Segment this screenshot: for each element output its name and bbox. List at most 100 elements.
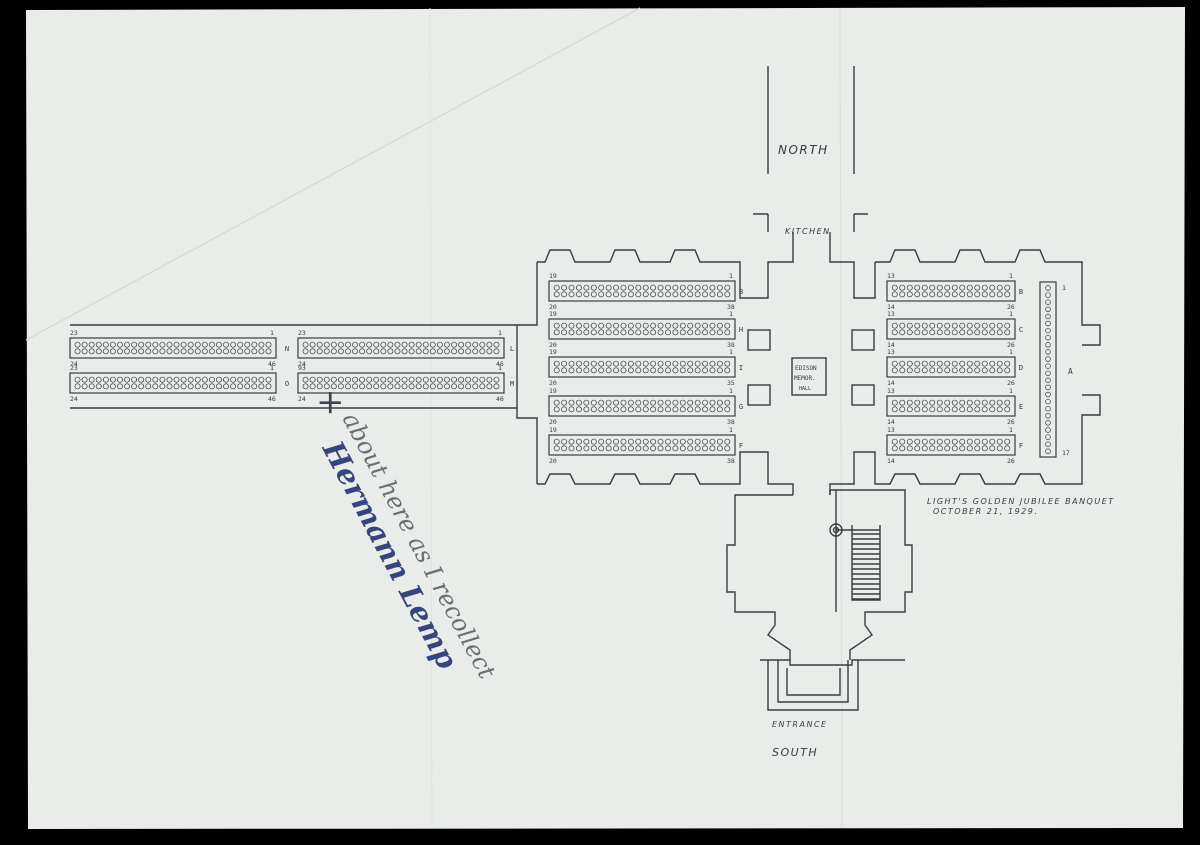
seat (493, 383, 500, 390)
seat (479, 383, 486, 390)
seat-number-top-left: 23 (70, 329, 78, 337)
seat (568, 445, 575, 452)
seat (672, 399, 679, 406)
seat (458, 376, 465, 383)
seat (81, 376, 88, 383)
seat (672, 360, 679, 367)
seat (891, 367, 898, 374)
seat (561, 322, 568, 329)
seat (716, 322, 723, 329)
seat (152, 348, 159, 355)
seat (613, 406, 619, 413)
seat-number-top-left: 13 (887, 310, 895, 318)
seat (265, 376, 272, 383)
seat (702, 399, 708, 406)
seat (568, 284, 575, 291)
seat (444, 376, 450, 383)
table-outline (548, 356, 736, 378)
seat (657, 322, 664, 329)
seat (124, 348, 130, 355)
seat (921, 284, 928, 291)
seat (981, 360, 988, 367)
seat (553, 399, 560, 406)
wall-segment (829, 489, 913, 660)
seat (657, 445, 664, 452)
seat (451, 341, 457, 348)
seat (974, 291, 981, 298)
seat (891, 360, 898, 367)
seat (553, 291, 560, 298)
seat (679, 360, 686, 367)
seat (724, 291, 731, 298)
seat-number-top-left: 19 (549, 272, 557, 280)
seat (1045, 405, 1051, 412)
seat (422, 341, 429, 348)
seat (959, 284, 966, 291)
seat (166, 383, 173, 390)
wall-segment (767, 214, 855, 232)
seat (598, 360, 605, 367)
seat-number-top-left: 19 (549, 426, 557, 434)
seat (724, 445, 731, 452)
seat (716, 399, 723, 406)
seat (709, 360, 716, 367)
seat (598, 445, 605, 452)
seat (914, 284, 921, 291)
seat (914, 367, 921, 374)
seat (1045, 327, 1051, 334)
seat (709, 445, 716, 452)
pillar (747, 384, 771, 406)
seat-number-bottom-left: 20 (549, 457, 557, 465)
seat (553, 329, 560, 336)
seat (620, 367, 627, 374)
seat (561, 329, 568, 336)
seat (724, 284, 731, 291)
seat (620, 360, 627, 367)
seat-number-bottom: 17 (1062, 449, 1070, 457)
seat (1045, 349, 1051, 355)
seat (657, 406, 664, 413)
seat (223, 383, 229, 390)
seat (590, 284, 597, 291)
seat (709, 438, 716, 445)
seat (230, 341, 237, 348)
seat (687, 367, 694, 374)
seat-number-bottom-left: 14 (887, 303, 895, 311)
seat (627, 329, 634, 336)
seat (687, 445, 694, 452)
seat (605, 438, 612, 445)
seat (944, 322, 951, 329)
seat (345, 348, 351, 355)
table-letter: B (1019, 288, 1023, 296)
seat (694, 438, 701, 445)
seat (687, 360, 694, 367)
seat (145, 383, 152, 390)
seat (373, 383, 380, 390)
table-outline (886, 434, 1016, 456)
seat (635, 367, 642, 374)
seat (921, 399, 928, 406)
seat-number-top-right: 1 (270, 364, 274, 372)
seat (657, 360, 664, 367)
seat (899, 329, 906, 336)
seat (422, 376, 429, 383)
table-outline (886, 356, 1016, 378)
seat (159, 376, 166, 383)
seat (944, 329, 951, 336)
seat (929, 329, 936, 336)
seat (687, 399, 694, 406)
seat (486, 341, 493, 348)
seat (694, 329, 701, 336)
seat (216, 383, 222, 390)
seat (627, 367, 634, 374)
seat (921, 445, 928, 452)
seat (891, 284, 898, 291)
seat (216, 376, 222, 383)
seat (899, 445, 906, 452)
seat (687, 284, 694, 291)
seat (583, 406, 590, 413)
seat (966, 406, 973, 413)
seat-number-bottom-left: 14 (887, 341, 895, 349)
